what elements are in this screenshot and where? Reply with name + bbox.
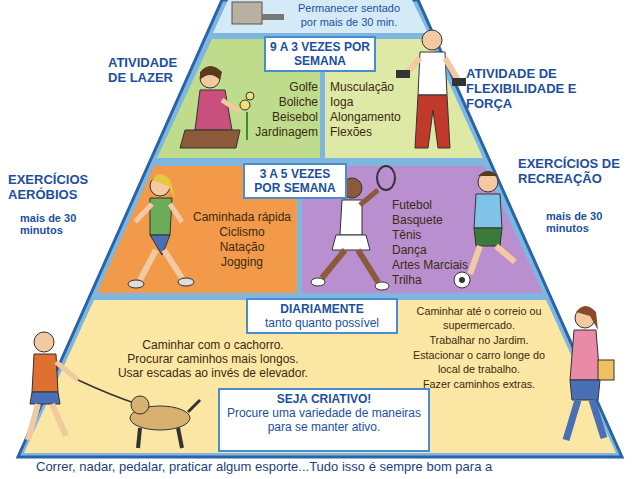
- tips-text: Caminhar com o cachorro.Procurar caminho…: [106, 338, 320, 386]
- gardener-figure: [180, 66, 254, 148]
- label-text: Tênis: [392, 228, 484, 243]
- label-text: Boliche: [240, 95, 318, 110]
- label-text: Golfe: [240, 80, 318, 95]
- label-text: 9 A 3 VEZES POR SEMANA: [270, 40, 370, 68]
- creative-box: SEJA CRIATIVO!Procure uma variedade de m…: [218, 388, 430, 452]
- chair-icon: [232, 2, 284, 24]
- top-note: Permanecer sentado por mais de 30 min.: [290, 1, 408, 31]
- activity-list: FutebolBasqueteTênisDançaArtes MarciaisT…: [392, 198, 484, 292]
- label-text: Trilha: [392, 273, 484, 288]
- label-text: Caminhar até o correio ou supermercado.: [404, 304, 554, 332]
- label-text: Caminhada rápida: [190, 210, 294, 225]
- label-text: DIARIAMENTE: [252, 302, 392, 316]
- side-label: ATIVIDADE DE LAZER: [108, 55, 188, 85]
- frequency-box: 3 A 5 VEZES POR SEMANA: [243, 163, 347, 199]
- label-text: Beisebol: [240, 110, 318, 125]
- label-text: Artes Marciais: [392, 258, 484, 273]
- label-text: Jardinagem: [240, 125, 318, 140]
- side-label: EXERCÍCIOS AERÓBIOS: [8, 172, 112, 202]
- label-text: Procurar caminhos mais longos.: [106, 352, 320, 366]
- activity-list: MusculaçãoIogaAlongamentoFlexões: [330, 80, 422, 156]
- weightlifter-figure: [396, 30, 466, 148]
- label-text: Basquete: [392, 213, 484, 228]
- label-text: Trabalhar no Jardim.: [404, 333, 554, 347]
- frequency-box: 9 A 3 VEZES POR SEMANA: [264, 36, 376, 72]
- label-text: Ioga: [330, 95, 422, 110]
- caption: Correr, nadar, pedalar, praticar algum e…: [36, 459, 492, 474]
- side-label: EXERCÍCIOS DE RECREAÇÃO: [518, 156, 634, 186]
- label-text: Jogging: [190, 255, 294, 270]
- label-text: Futebol: [392, 198, 484, 213]
- label-text: Musculação: [330, 80, 422, 95]
- label-text: Procure uma variedade de maneiras para s…: [224, 406, 424, 434]
- tips-text: Caminhar até o correio ou supermercado.T…: [404, 304, 554, 391]
- label-text: Estacionar o carro longe do local de tra…: [404, 348, 554, 376]
- activity-list: GolfeBolicheBeisebolJardinagem: [240, 80, 318, 156]
- label-text: SEJA CRIATIVO!: [224, 392, 424, 406]
- activity-list: Caminhada rápidaCiclismoNataçãoJogging: [190, 210, 294, 280]
- label-text: Caminhar com o cachorro.: [106, 338, 320, 352]
- daily-band: [24, 300, 616, 453]
- label-text: Usar escadas ao invés de elevador.: [106, 366, 320, 380]
- pyramid-frame: [18, 0, 622, 457]
- frequency-box: DIARIAMENTEtanto quanto possível: [246, 298, 398, 334]
- label-text: Flexões: [330, 125, 422, 140]
- label-text: Ciclismo: [190, 225, 294, 240]
- label-text: Permanecer sentado por mais de 30 min.: [290, 1, 408, 29]
- label-text: 3 A 5 VEZES POR SEMANA: [249, 167, 341, 195]
- label-text: Natação: [190, 240, 294, 255]
- note-text: mais de 30 minutos: [546, 210, 614, 234]
- label-text: tanto quanto possível: [252, 316, 392, 330]
- top-band: [213, 0, 428, 33]
- label-text: Dança: [392, 243, 484, 258]
- note-text: mais de 30 minutos: [20, 212, 88, 236]
- label-text: Alongamento: [330, 110, 422, 125]
- runner-figure: [128, 174, 194, 288]
- side-label: ATIVIDADE DE FLEXIBILIDADE E FORÇA: [466, 66, 598, 111]
- shopper-figure: [566, 306, 614, 440]
